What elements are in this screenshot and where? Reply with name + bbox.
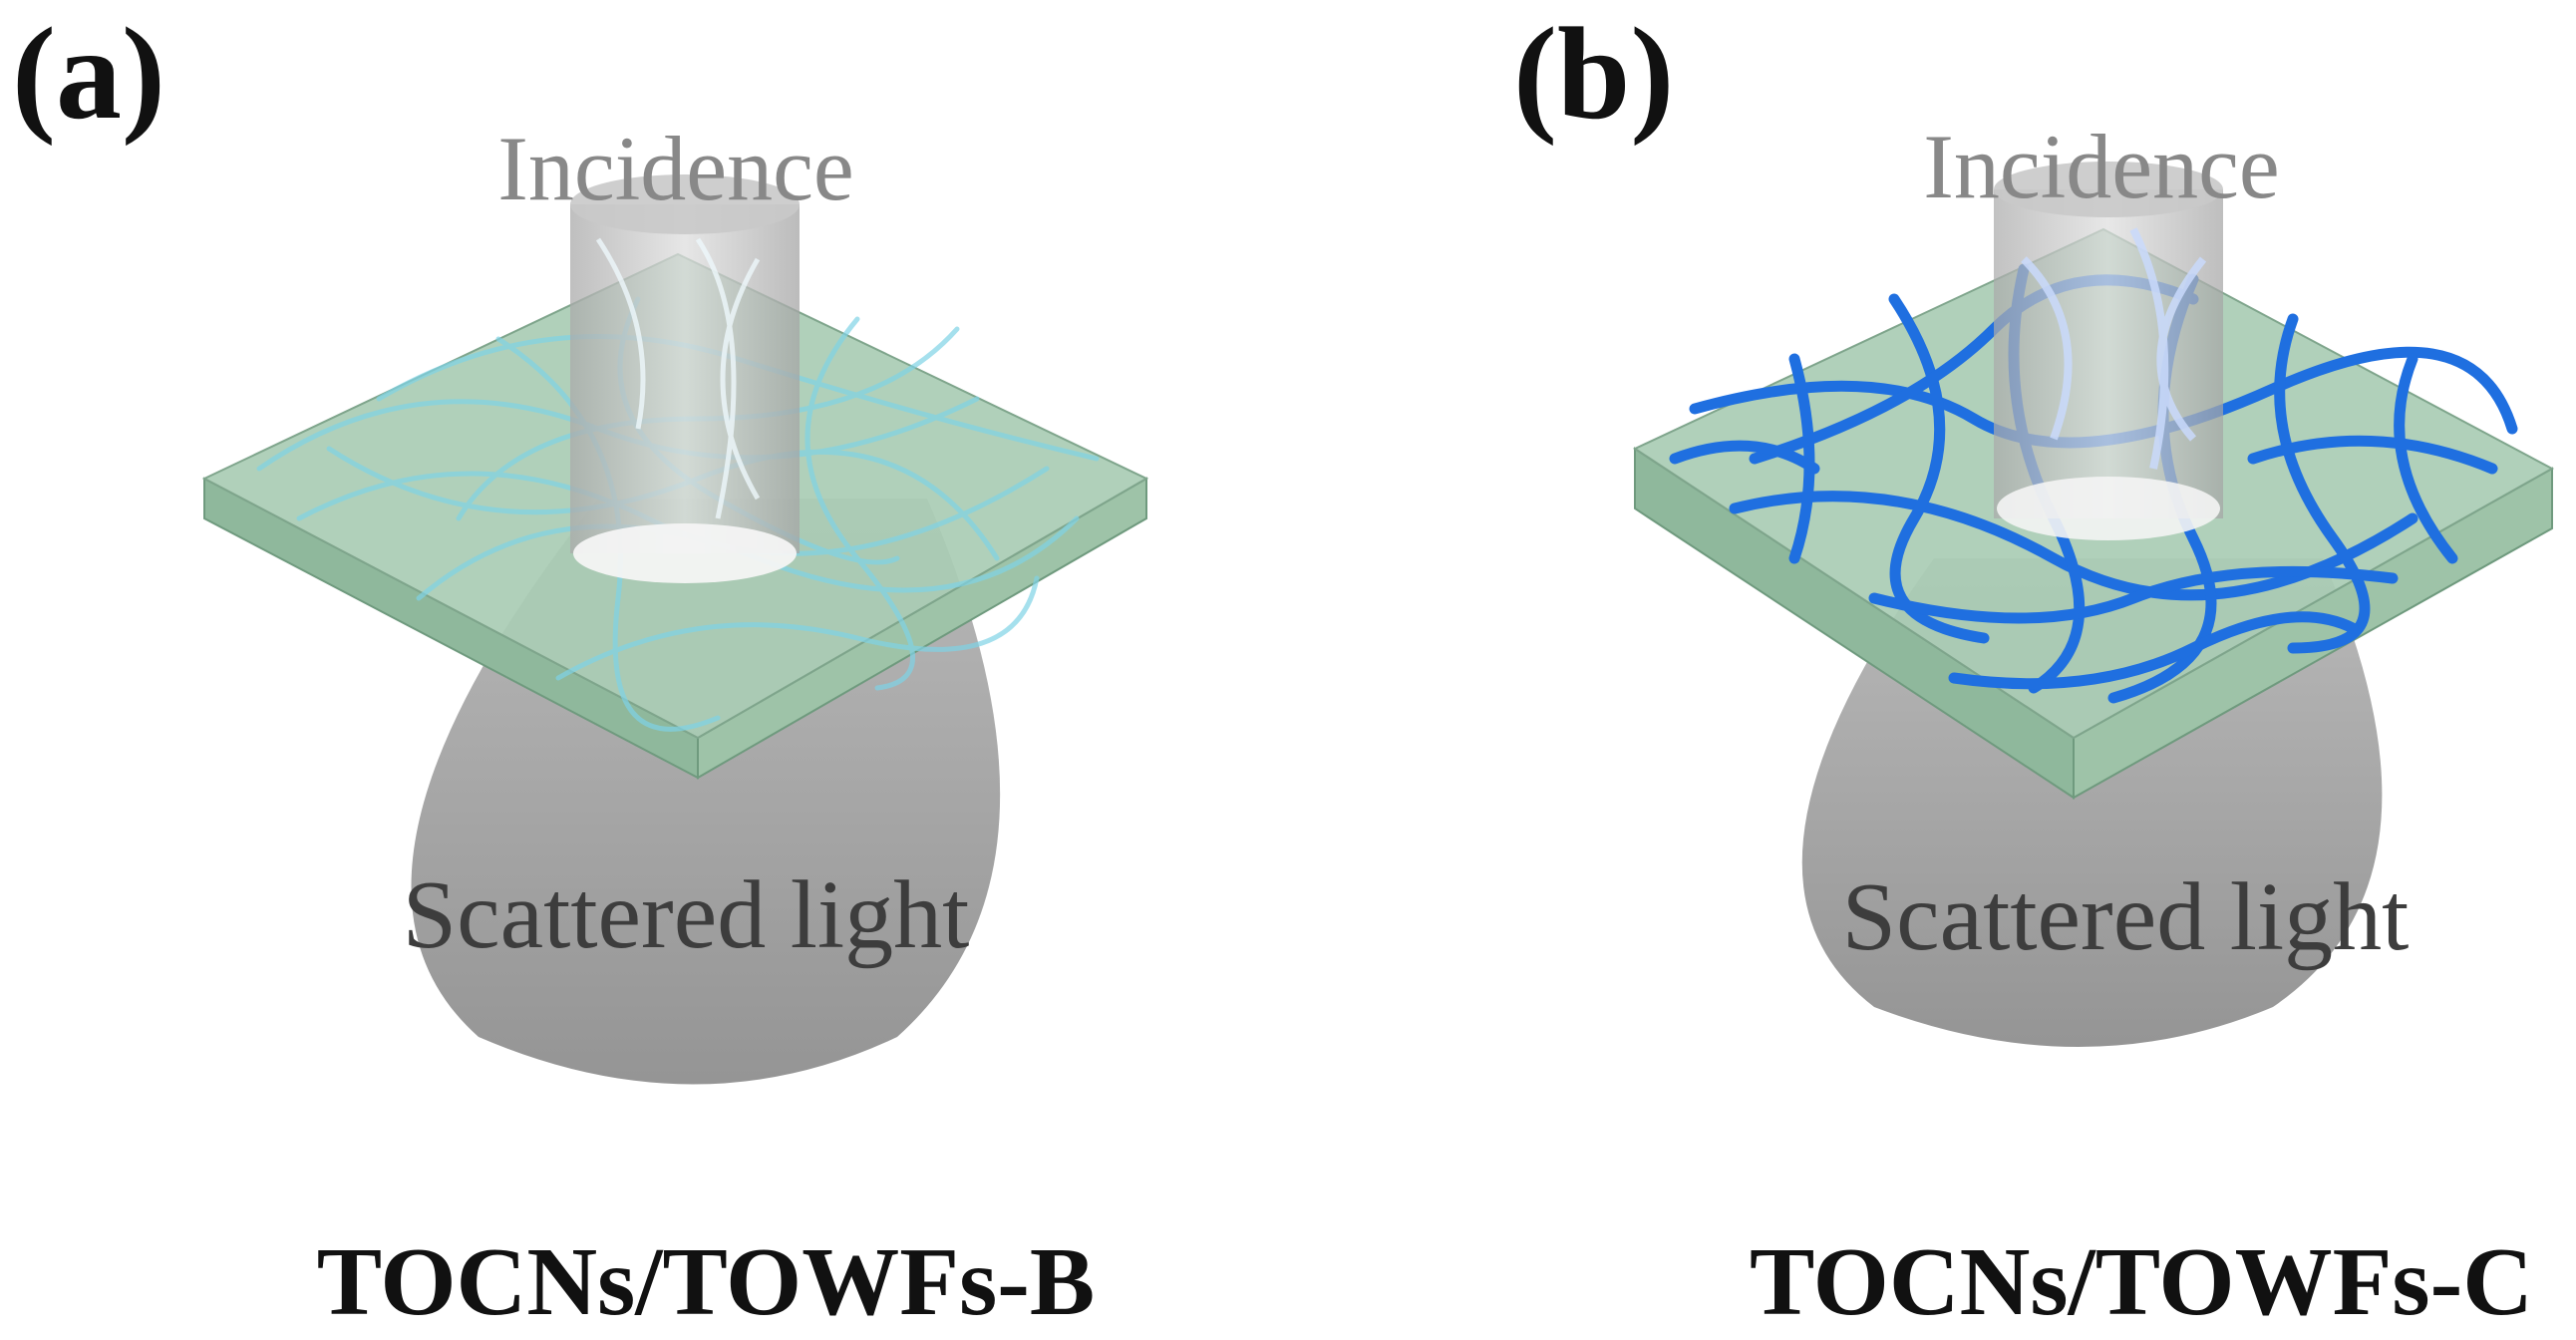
- panel-b-fibers: [1669, 263, 2518, 704]
- panel-a-scatter-label: Scattered light: [403, 861, 970, 969]
- panel-b-incident-beam: [1994, 162, 2223, 540]
- panel-b-incidence-label: Incidence: [1923, 116, 2280, 217]
- panel-a: (a) Incidence: [12, 0, 1149, 1336]
- panel-b-scatter-label: Scattered light: [1842, 863, 2410, 971]
- panel-a-letter: (a): [12, 0, 165, 147]
- panel-b-letter: (b): [1513, 0, 1674, 147]
- panel-a-incident-beam: [570, 174, 800, 583]
- panel-b-caption: TOCNs/TOWFs-C: [1750, 1228, 2533, 1336]
- panel-b: (b): [1513, 0, 2555, 1336]
- panel-a-incidence-label: Incidence: [497, 118, 854, 219]
- panel-a-caption: TOCNs/TOWFs-B: [317, 1228, 1096, 1336]
